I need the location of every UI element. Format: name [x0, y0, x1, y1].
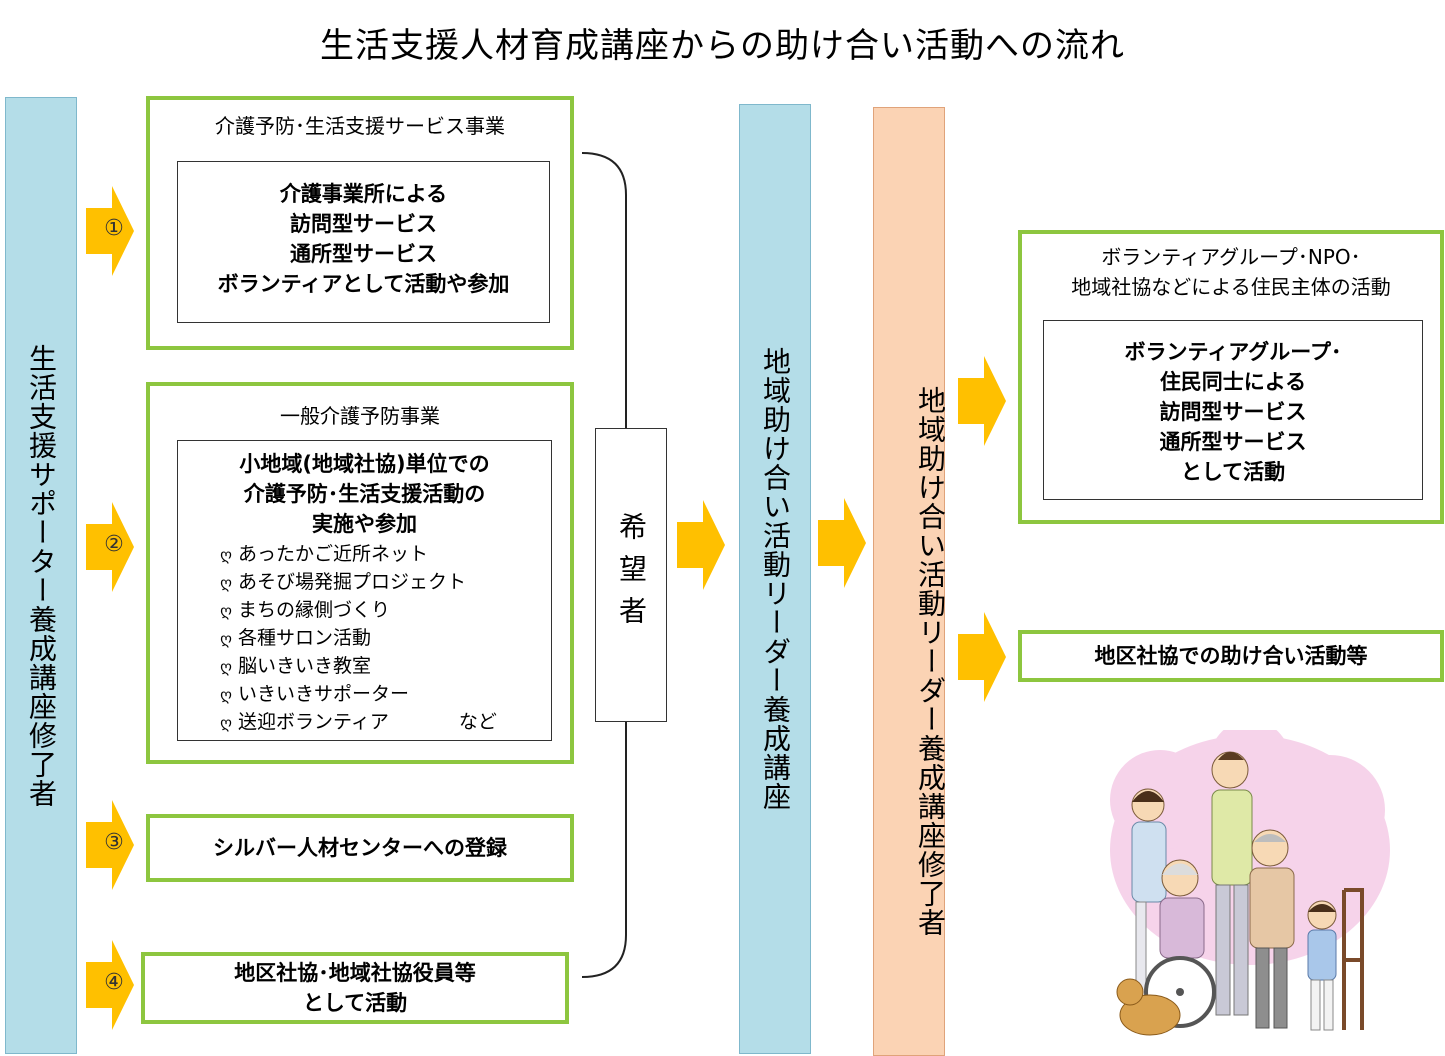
arrow-3-icon — [86, 800, 134, 890]
box1-line: 訪問型サービス — [290, 212, 437, 236]
box2-title: 一般介護予防事業 — [280, 404, 440, 428]
box3-label: シルバー人材センターへの登録 — [213, 836, 507, 860]
bullet-heart-icon: ღ — [220, 574, 232, 592]
hope-box: 希望者 — [595, 428, 667, 722]
middle-column-label: 地域助け合い活動リーダー養成講座 — [759, 347, 792, 811]
left-column-label: 生活支援サポーター養成講座修了者 — [25, 343, 58, 808]
r1-line: ボランティアグループ･ — [1124, 340, 1342, 364]
page-title: 生活支援人材育成講座からの助け合い活動への流れ — [320, 26, 1125, 66]
arrow-number-2: ② — [104, 532, 124, 557]
bullet-heart-icon: ღ — [220, 602, 232, 620]
bullet-heart-icon: ღ — [220, 546, 232, 564]
box1-inner: 介護事業所による 訪問型サービス 通所型サービス ボランティアとして活動や参加 — [177, 161, 550, 323]
box4-line1: 地区社協･地域社協役員等 — [234, 961, 476, 985]
right-column-leader-graduates: 地域助け合い活動リーダー養成講座修了者 — [873, 107, 947, 1056]
arrow-number-4: ④ — [104, 970, 124, 995]
r2-label: 地区社協での助け合い活動等 — [1094, 644, 1368, 668]
box2-line: 小地域(地域社協)単位での — [239, 452, 490, 476]
bullet-heart-icon: ღ — [220, 630, 232, 648]
right-column-label: 地域助け合い活動リーダー養成講座修了者 — [914, 386, 947, 937]
bullet-etc: など — [458, 711, 497, 733]
arrow-number-1: ① — [104, 216, 124, 241]
box1-title: 介護予防･生活支援サービス事業 — [215, 114, 505, 138]
arrow-to-leader-course-icon — [677, 500, 725, 590]
box-district-council: 地区社協･地域社協役員等 として活動 — [141, 952, 569, 1024]
box-district-mutual-aid: 地区社協での助け合い活動等 — [1018, 630, 1444, 682]
arrow-to-volunteer-box-icon — [958, 356, 1006, 446]
box1-line: 介護事業所による — [279, 182, 448, 206]
r1-line: として活動 — [1180, 460, 1286, 484]
bullet-heart-icon: ღ — [220, 686, 232, 704]
box4-line2: として活動 — [302, 991, 408, 1015]
box-care-prevention-service: 介護予防･生活支援サービス事業 介護事業所による 訪問型サービス 通所型サービス… — [146, 96, 574, 350]
r1-line: 訪問型サービス — [1159, 400, 1307, 424]
arrow-to-graduates-icon — [818, 498, 866, 588]
arrow-number-3: ③ — [104, 830, 124, 855]
box-resident-led-activity: ボランティアグループ･NPO･ 地域社協などによる住民主体の活動 ボランティアグ… — [1018, 230, 1444, 524]
r1-title-line2: 地域社協などによる住民主体の活動 — [1071, 275, 1391, 299]
box-silver-center: シルバー人材センターへの登録 — [146, 814, 574, 882]
r1-title-line1: ボランティアグループ･NPO･ — [1101, 245, 1361, 269]
box2-line: 介護予防･生活支援活動の — [243, 482, 486, 506]
arrow-to-district-box-icon — [958, 612, 1006, 702]
r1-line: 住民同士による — [1159, 370, 1307, 394]
left-column-support-graduates: 生活支援サポーター養成講座修了者 — [5, 97, 77, 1054]
hope-label: 希望者 — [615, 512, 648, 638]
box2-line: 実施や参加 — [312, 512, 417, 536]
people-illustration — [1110, 730, 1390, 1036]
bullet-heart-icon: ღ — [220, 658, 232, 676]
box1-line: 通所型サービス — [290, 242, 437, 266]
arrow-4-icon — [86, 940, 134, 1030]
arrow-1-icon — [86, 186, 134, 276]
r1-line: 通所型サービス — [1159, 430, 1307, 454]
box-general-care-prevention: 一般介護予防事業 小地域(地域社協)単位での 介護予防･生活支援活動の 実施や参… — [146, 382, 574, 764]
r1-inner: ボランティアグループ･ 住民同士による 訪問型サービス 通所型サービス として活… — [1043, 320, 1423, 500]
middle-column-leader-course: 地域助け合い活動リーダー養成講座 — [739, 104, 811, 1054]
bullet-heart-icon: ღ — [220, 714, 232, 732]
box1-line: ボランティアとして活動や参加 — [217, 272, 510, 296]
arrow-2-icon — [86, 502, 134, 592]
